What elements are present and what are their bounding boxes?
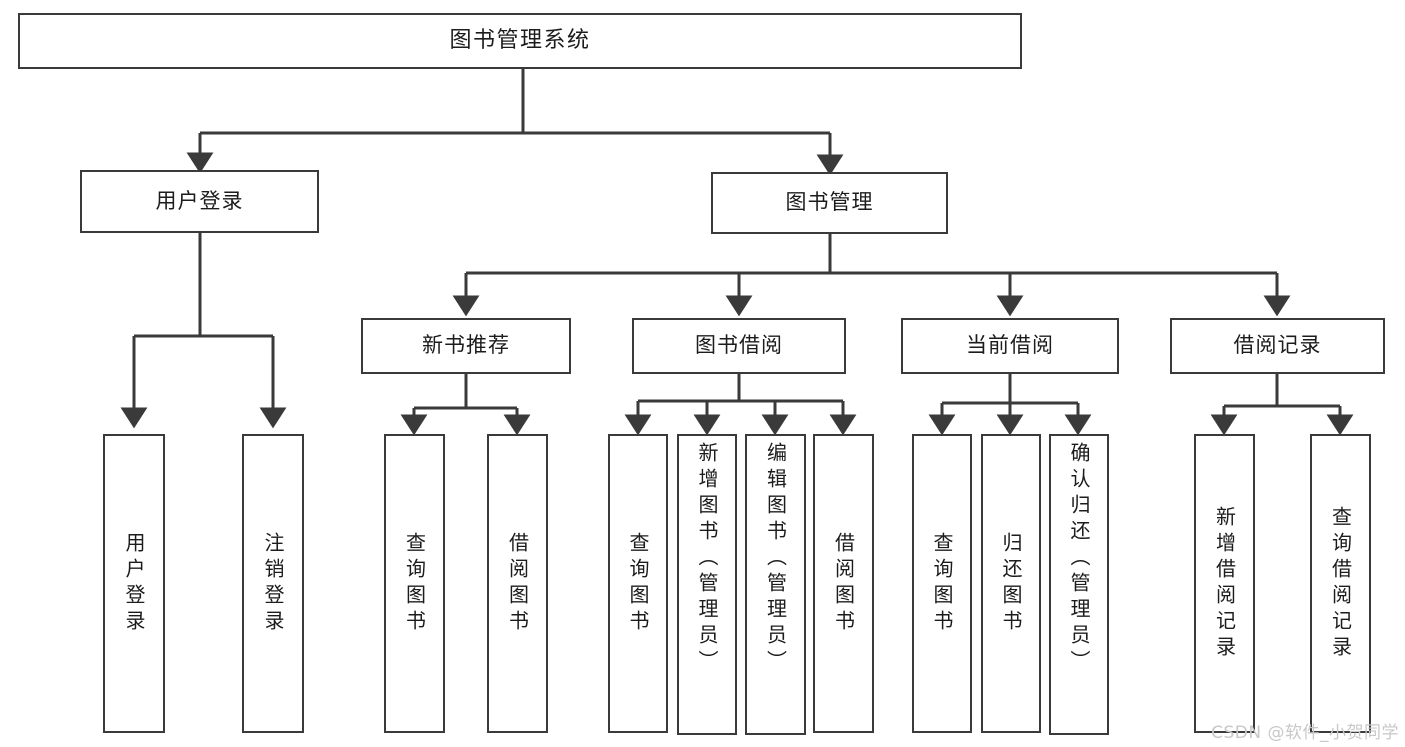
node-label: 图书管理系统 [449, 27, 591, 53]
node-current-borrow[interactable]: 当前借阅 [901, 318, 1119, 374]
node-leaf-edit-book[interactable]: 编辑图书（管理员） [745, 434, 806, 735]
node-leaf-query-book-3[interactable]: 查询图书 [912, 434, 972, 733]
node-label: 注销登录 [261, 531, 285, 636]
node-root-system[interactable]: 图书管理系统 [18, 13, 1022, 69]
node-label: 新书推荐 [422, 333, 510, 358]
node-label: 新增借阅记录 [1212, 505, 1237, 662]
node-label: 图书管理 [785, 190, 874, 215]
node-label: 查询图书 [402, 531, 427, 636]
node-label: 借阅图书 [505, 531, 530, 636]
node-leaf-return-book[interactable]: 归还图书 [981, 434, 1041, 733]
node-leaf-borrow-book-1[interactable]: 借阅图书 [487, 434, 548, 733]
node-label: 查询图书 [626, 531, 650, 636]
node-label: 编辑图书（管理员） [763, 442, 788, 676]
node-book-manage[interactable]: 图书管理 [711, 172, 948, 234]
node-label: 用户登录 [155, 188, 244, 213]
node-leaf-query-book-2[interactable]: 查询图书 [608, 434, 668, 733]
node-leaf-user-login[interactable]: 用户登录 [103, 434, 165, 733]
node-label: 借阅图书 [831, 531, 856, 636]
node-label: 查询图书 [930, 531, 954, 636]
node-leaf-add-book[interactable]: 新增图书（管理员） [677, 434, 737, 735]
node-leaf-query-book-1[interactable]: 查询图书 [384, 434, 445, 733]
node-label: 借阅记录 [1233, 333, 1322, 358]
node-new-book-rec[interactable]: 新书推荐 [361, 318, 571, 374]
node-borrow-record[interactable]: 借阅记录 [1170, 318, 1385, 374]
node-leaf-query-record[interactable]: 查询借阅记录 [1310, 434, 1371, 733]
node-label: 当前借阅 [966, 333, 1054, 358]
node-leaf-borrow-book-2[interactable]: 借阅图书 [813, 434, 874, 733]
node-leaf-add-record[interactable]: 新增借阅记录 [1194, 434, 1255, 733]
node-label: 归还图书 [999, 531, 1023, 636]
csdn-watermark: CSDN @软件_小贺同学 [1211, 723, 1399, 743]
node-leaf-confirm-return[interactable]: 确认归还（管理员） [1049, 434, 1109, 735]
node-label: 图书借阅 [695, 333, 783, 358]
node-label: 用户登录 [122, 531, 146, 636]
node-user-login[interactable]: 用户登录 [80, 170, 319, 233]
node-leaf-logout[interactable]: 注销登录 [242, 434, 304, 733]
node-book-borrow[interactable]: 图书借阅 [632, 318, 846, 374]
node-label: 确认归还（管理员） [1067, 442, 1091, 676]
node-label: 查询借阅记录 [1328, 505, 1353, 662]
node-label: 新增图书（管理员） [695, 442, 719, 676]
